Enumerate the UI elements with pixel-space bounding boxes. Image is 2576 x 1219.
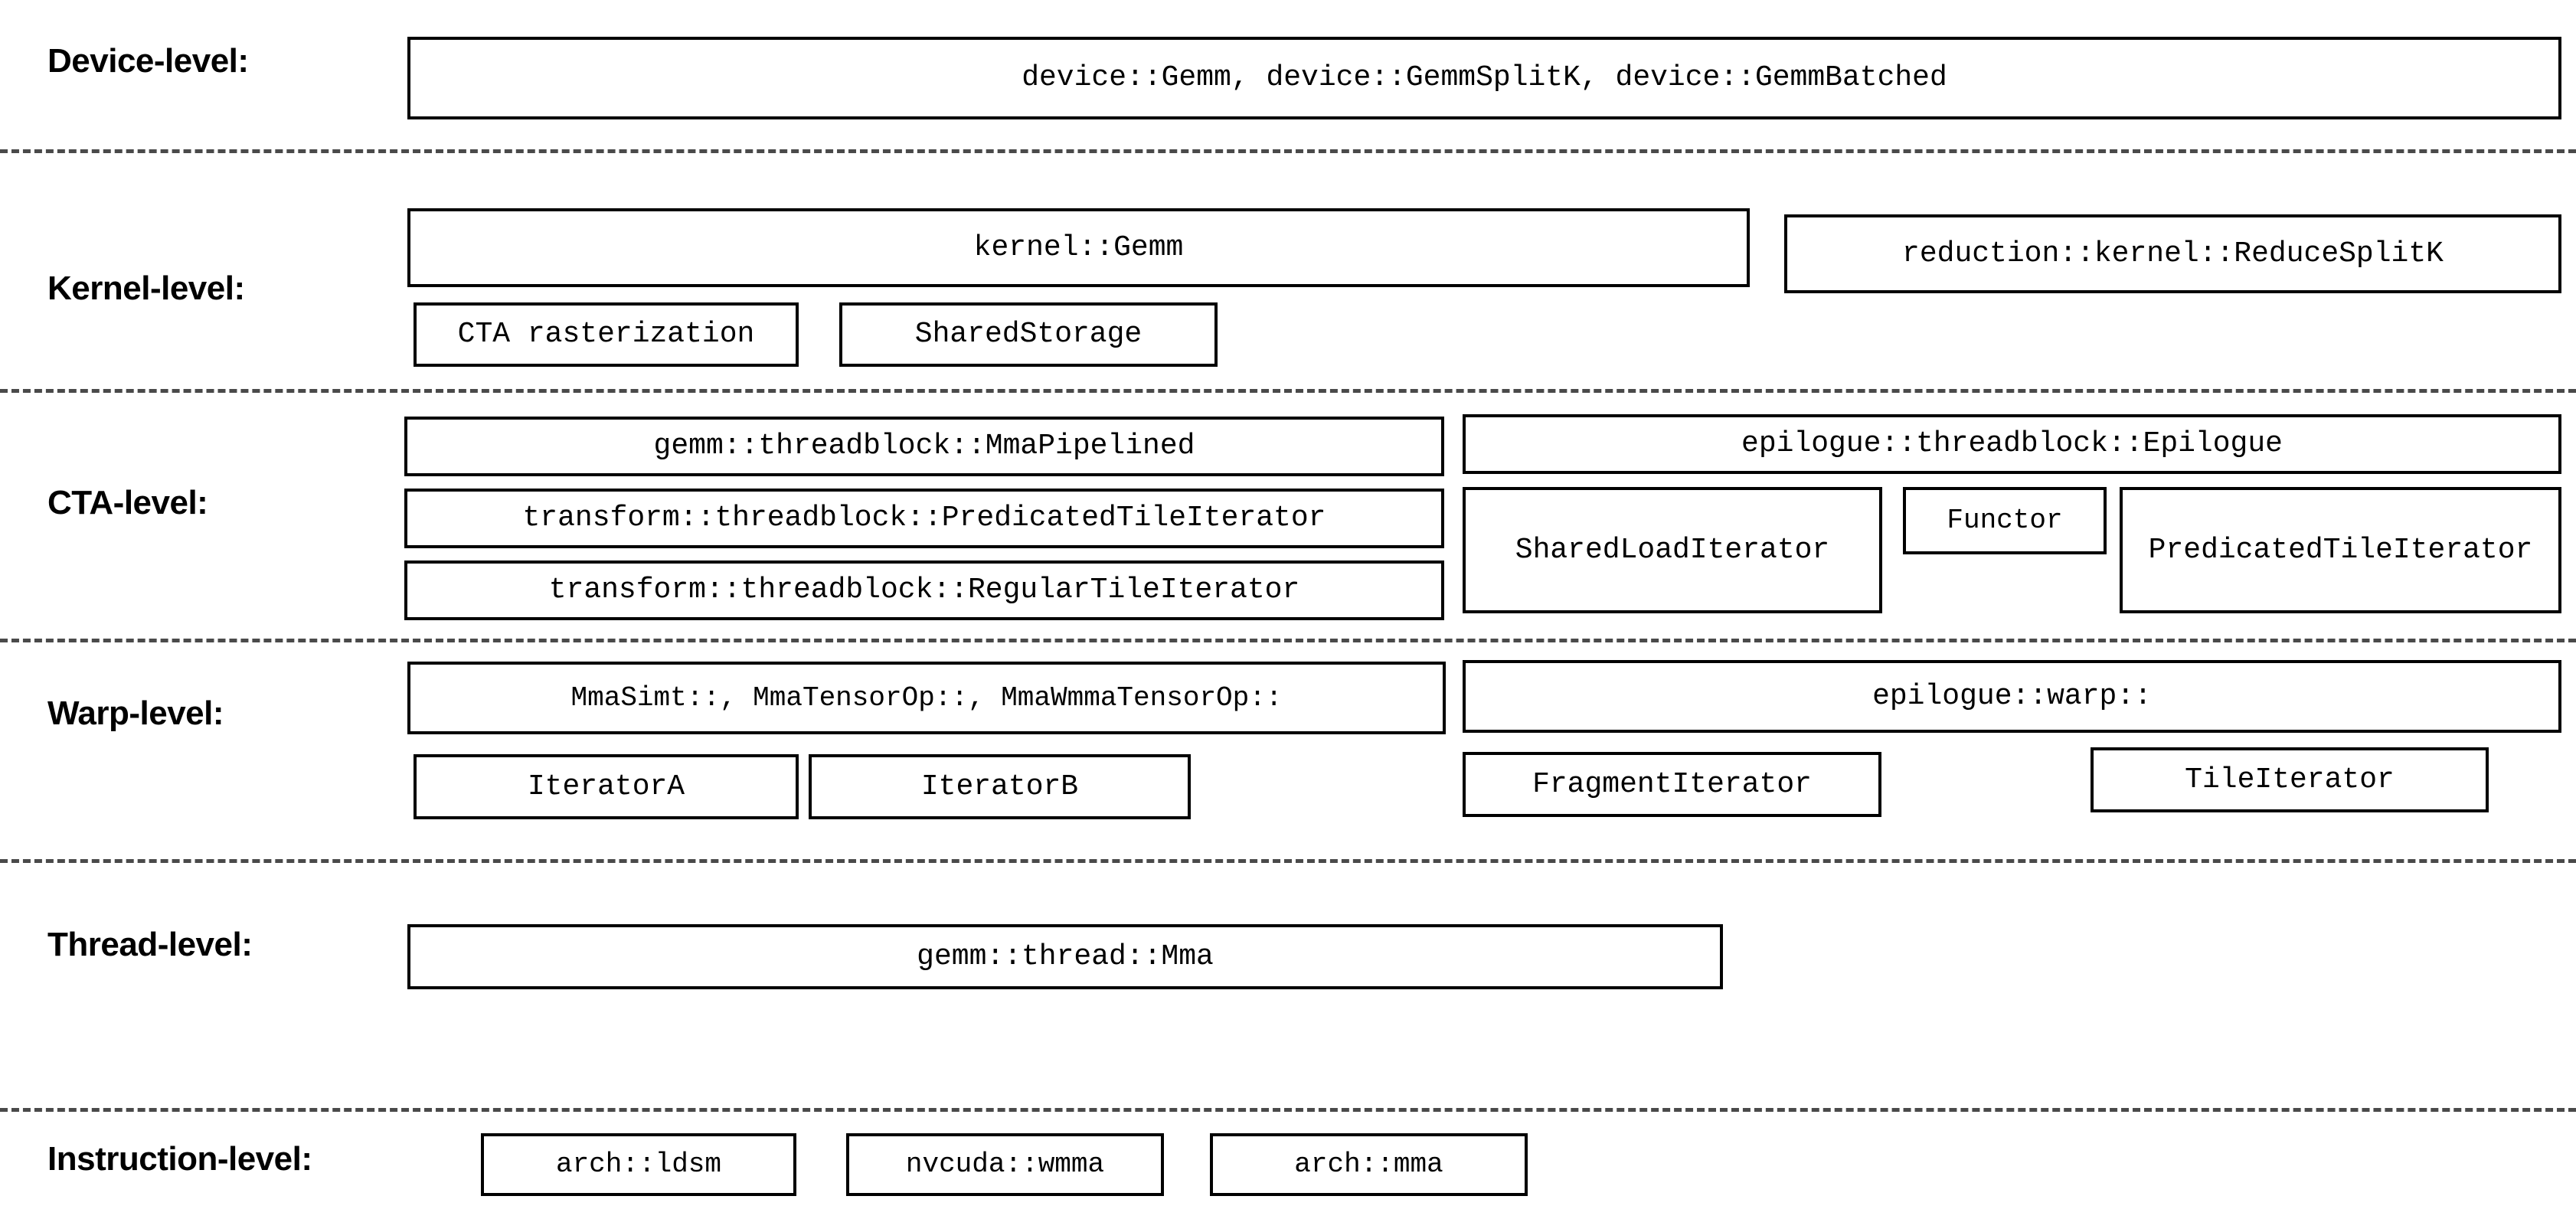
- box-arch-ldsm: arch::ldsm: [481, 1133, 796, 1196]
- level-label-cta: CTA-level:: [47, 484, 208, 521]
- box-arch-mma: arch::mma: [1210, 1133, 1528, 1196]
- box-transform-threadblock-regulartileiterator: transform::threadblock::RegularTileItera…: [404, 560, 1444, 620]
- box-fragmentiterator: FragmentIterator: [1463, 752, 1881, 817]
- level-separator-4: [0, 859, 2576, 863]
- level-separator-2: [0, 389, 2576, 393]
- box-tileiterator: TileIterator: [2091, 747, 2489, 812]
- box-functor: Functor: [1903, 487, 2107, 554]
- level-separator-1: [0, 149, 2576, 153]
- box-warp-mma-ops: MmaSimt::, MmaTensorOp::, MmaWmmaTensorO…: [407, 662, 1446, 734]
- box-sharedloaditerator: SharedLoadIterator: [1463, 487, 1882, 613]
- level-label-device: Device-level:: [47, 42, 249, 80]
- box-shared-storage: SharedStorage: [839, 302, 1218, 367]
- box-epilogue-warp: epilogue::warp::: [1463, 660, 2561, 733]
- level-separator-3: [0, 639, 2576, 642]
- box-cta-rasterization: CTA rasterization: [414, 302, 799, 367]
- box-iterator-b: IteratorB: [809, 754, 1191, 819]
- box-iterator-a: IteratorA: [414, 754, 799, 819]
- level-label-warp: Warp-level:: [47, 694, 224, 732]
- level-label-instruction: Instruction-level:: [47, 1140, 312, 1178]
- box-transform-threadblock-predicatedtileiterator: transform::threadblock::PredicatedTileIt…: [404, 489, 1444, 548]
- box-gemm-threadblock-mmapipelined: gemm::threadblock::MmaPipelined: [404, 417, 1444, 476]
- box-epilogue-threadblock-epilogue: epilogue::threadblock::Epilogue: [1463, 414, 2561, 474]
- level-label-kernel: Kernel-level:: [47, 270, 245, 307]
- level-separator-5: [0, 1108, 2576, 1112]
- box-device-gemm: device::Gemm, device::GemmSplitK, device…: [407, 37, 2561, 119]
- box-gemm-thread-mma: gemm::thread::Mma: [407, 924, 1723, 989]
- box-epilogue-predicatedtileiterator: PredicatedTileIterator: [2120, 487, 2561, 613]
- level-label-thread: Thread-level:: [47, 926, 253, 963]
- box-nvcuda-wmma: nvcuda::wmma: [846, 1133, 1164, 1196]
- box-kernel-gemm: kernel::Gemm: [407, 208, 1750, 287]
- box-reduction-kernel-reducesplitk: reduction::kernel::ReduceSplitK: [1784, 214, 2561, 293]
